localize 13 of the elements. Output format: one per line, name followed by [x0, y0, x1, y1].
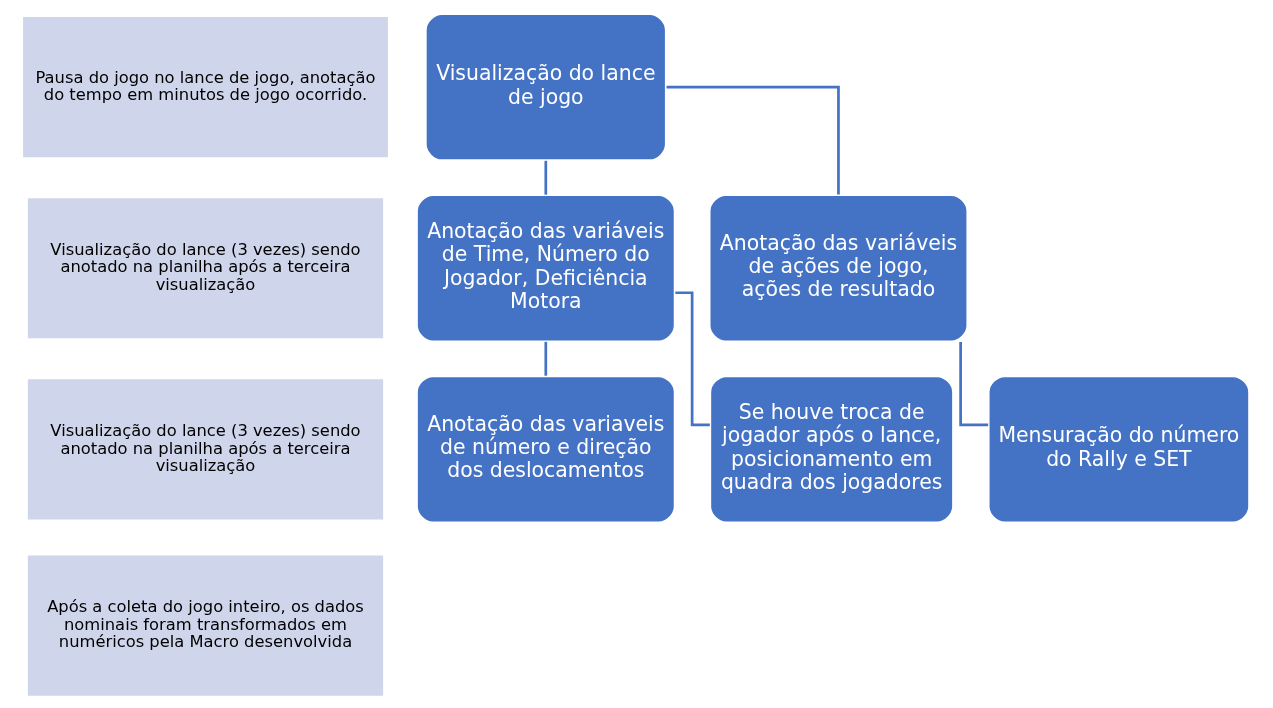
connector [666, 85, 840, 195]
node-box: Pausa do jogo no lance de jogo, anotação do tempo em minutos de jogo ocorrido. [22, 17, 388, 158]
node-box: Visualização do lance de jogo [423, 12, 668, 163]
connector [543, 341, 547, 376]
node-box: Visualização do lance (3 vezes) sendo anotado na planilha após a terceira visualização [27, 198, 383, 339]
node-box: Anotação das variáveis de Time, Número do Jogador, Deficiência Motora [414, 193, 676, 344]
node-box: Após a coleta do jogo inteiro, os dados nominais foram transformados em numéricos pela Macro desenvolvida [27, 555, 383, 696]
node-box: Mensuração do número do Rally e SET [986, 374, 1251, 525]
node-box: Anotação das variaveis de número e direção dos deslocamentos [414, 374, 676, 525]
node-box: Anotação das variáveis de ações de jogo, ações de resultado [707, 193, 969, 344]
connector [543, 160, 547, 195]
connector [958, 341, 988, 427]
node-box: Visualização do lance (3 vezes) sendo anotado na planilha após a terceira visualização [27, 379, 383, 520]
